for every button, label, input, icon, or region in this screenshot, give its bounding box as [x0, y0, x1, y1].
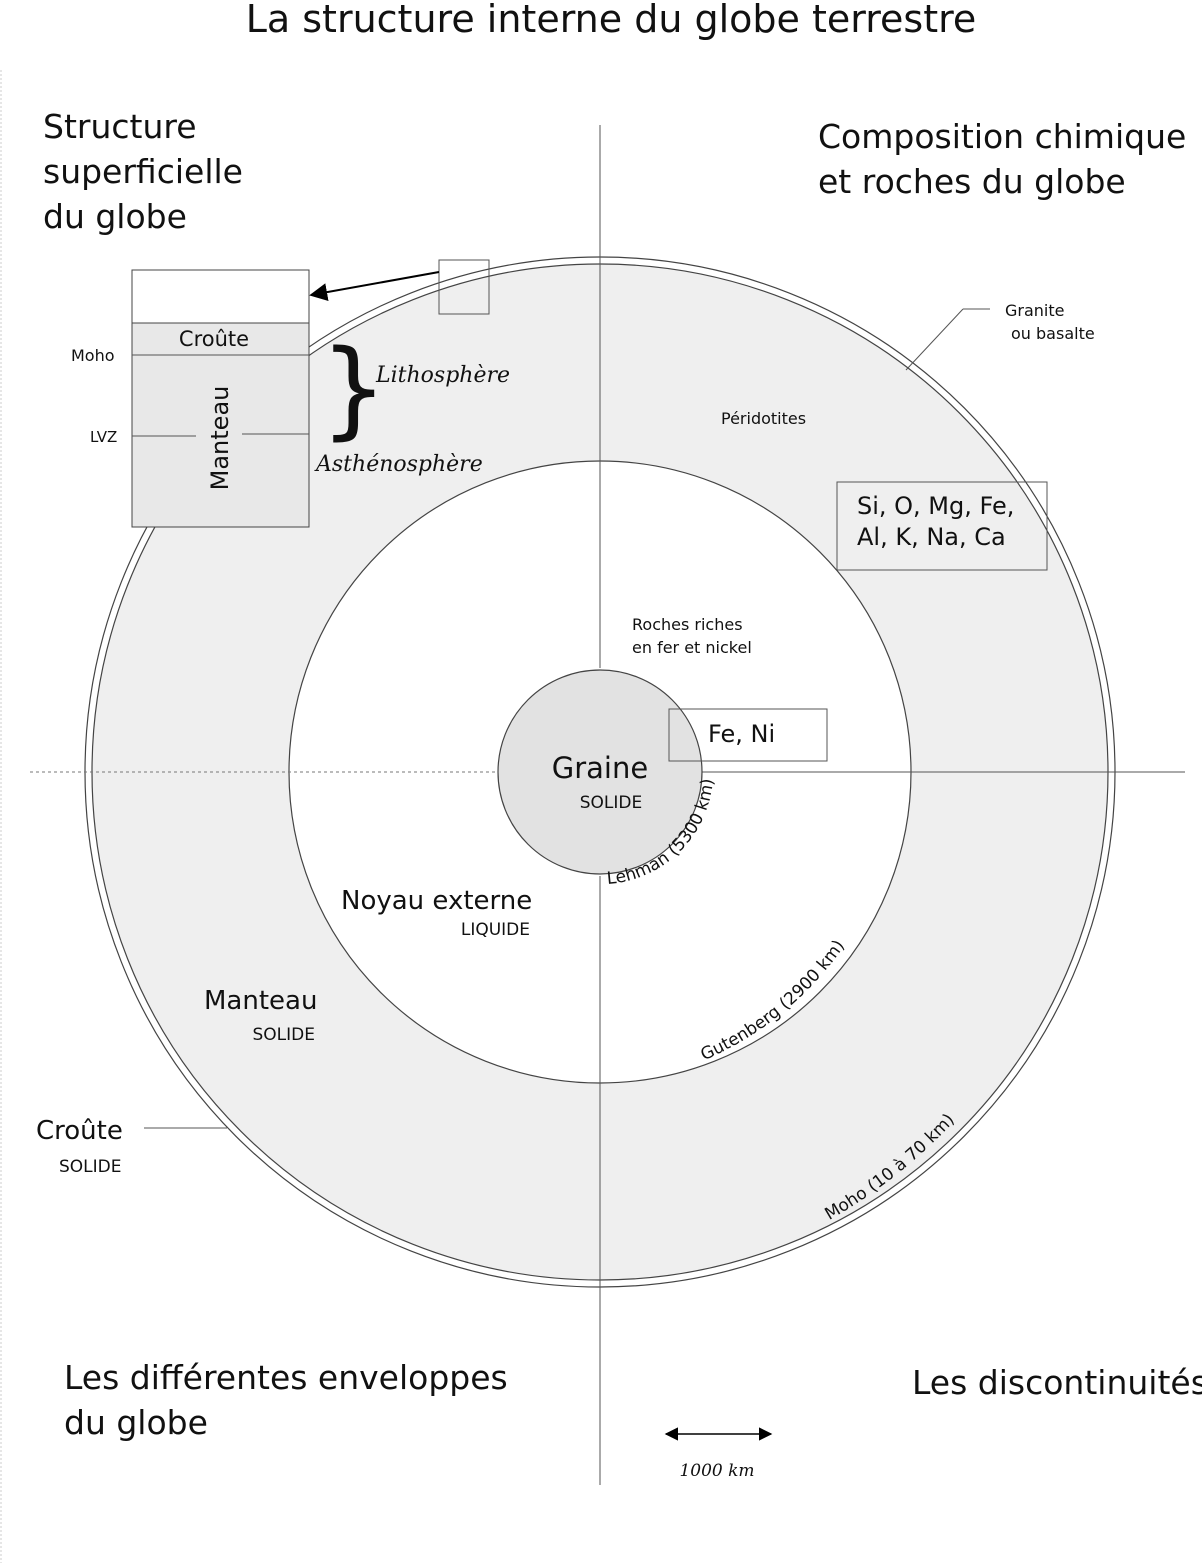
zoom-arrow	[309, 271, 440, 301]
core-elements-label: Fe, Ni	[708, 720, 775, 748]
quadrant-title-top-left: Structure superficielle du globe	[43, 107, 253, 236]
noyau-label: Noyau externe	[341, 886, 532, 916]
lithosphere-label: Lithosphère	[375, 363, 510, 388]
quadrant-title-bottom-left: Les différentes enveloppes du globe	[64, 1358, 518, 1442]
mantle-elements-label: Si, O, Mg, Fe, Al, K, Na, Ca	[857, 492, 1022, 551]
inset-croute-label: Croûte	[179, 327, 249, 351]
croute-label: Croûte	[36, 1116, 123, 1146]
graine-label: Graine	[552, 751, 648, 785]
inner-core-circle	[497, 669, 703, 875]
noyau-state-label: LIQUIDE	[461, 920, 530, 940]
crust-mantle-inset	[131, 269, 310, 528]
inset-manteau-label: Manteau	[206, 386, 234, 491]
scale-label: 1000 km	[679, 1461, 754, 1481]
moho-inset-label: Moho	[71, 346, 115, 365]
granite-leader-line	[905, 308, 964, 371]
asthenosphere-label: Asthénosphère	[314, 452, 483, 477]
lithosphere-brace: }	[320, 327, 387, 450]
quadrant-title-top-right: Composition chimique et roches du globe	[818, 117, 1197, 201]
granite-label: Granite ou basalte	[1005, 301, 1095, 343]
mantle-elements-box	[836, 481, 1048, 571]
manteau-state-label: SOLIDE	[253, 1025, 316, 1045]
quadrant-title-bottom-right: Les discontinuités	[912, 1363, 1202, 1402]
core-rocks-label: Roches riches en fer et nickel	[632, 615, 752, 657]
diagram-title: La structure interne du globe terrestre	[246, 0, 977, 41]
lvz-inset-label: LVZ	[90, 428, 117, 446]
core-elements-box	[668, 708, 828, 762]
manteau-label: Manteau	[204, 986, 317, 1016]
peridotites-label: Péridotites	[721, 409, 806, 428]
zoom-source-box	[438, 259, 490, 315]
graine-state-label: SOLIDE	[580, 793, 643, 813]
croute-state-label: SOLIDE	[59, 1157, 122, 1177]
